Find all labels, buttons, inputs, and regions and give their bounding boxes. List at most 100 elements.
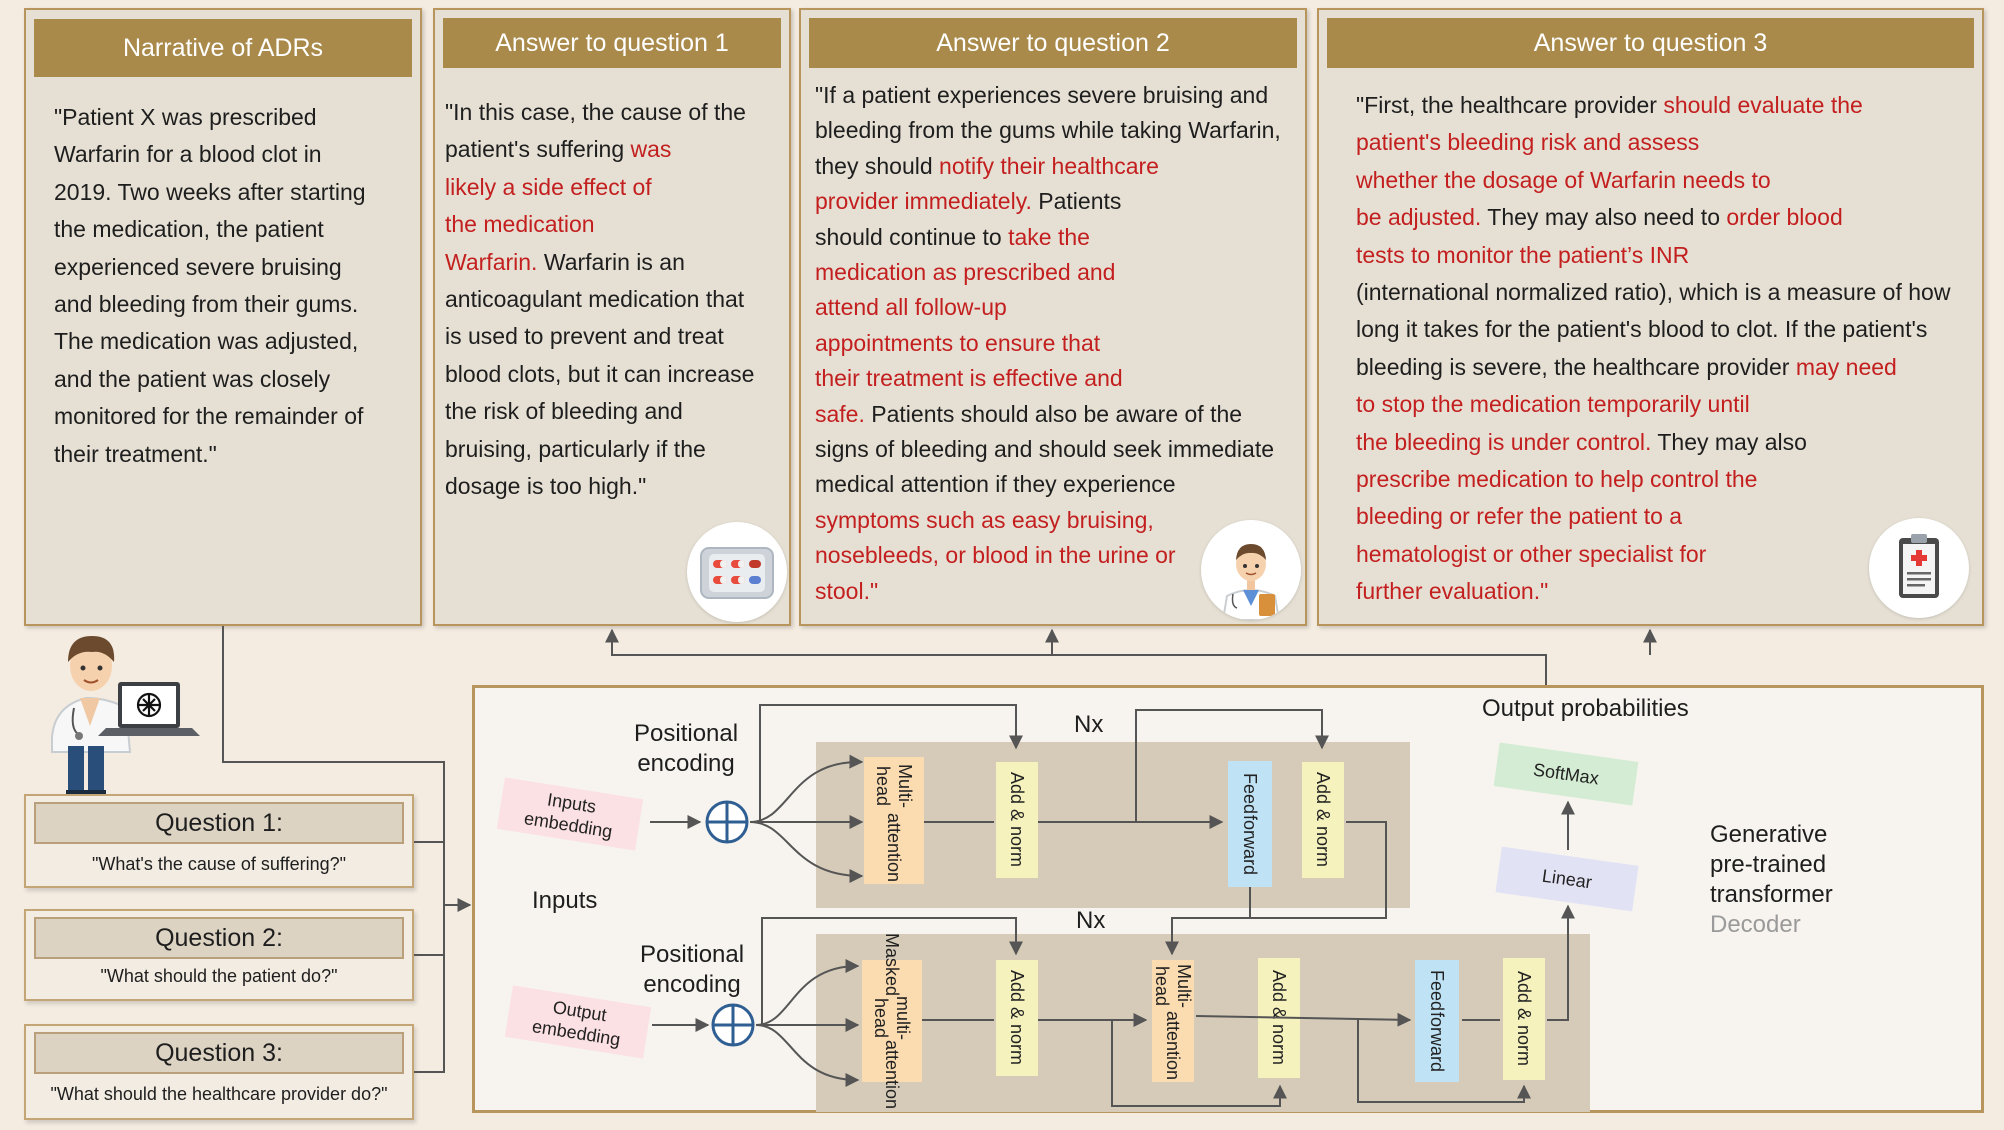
highlighted-text: likely a side effect of bbox=[445, 173, 652, 200]
body-text: "In this case, the cause of the bbox=[445, 99, 746, 125]
doctor-laptop-illustration bbox=[46, 628, 206, 798]
body-text: blood clots, but it can increase bbox=[445, 360, 755, 387]
lower-decoder-layer bbox=[816, 934, 1590, 1112]
question-1-title: Question 1: bbox=[34, 802, 404, 844]
text-line: 2019. Two weeks after starting bbox=[54, 178, 366, 205]
highlighted-text: whether the dosage of Warfarin needs to bbox=[1356, 166, 1771, 193]
answer-3-panel: Answer to question 3 "First, the healthc… bbox=[1317, 8, 1984, 626]
highlighted-text: should evaluate the bbox=[1663, 92, 1863, 118]
answer-2-title: Answer to question 2 bbox=[809, 18, 1297, 68]
text-line: bruising, particularly if the bbox=[445, 431, 754, 468]
text-line: medical attention if they experience bbox=[815, 467, 1281, 502]
text-line: medication as prescribed and bbox=[815, 255, 1281, 290]
body-text: signs of bleeding and should seek immedi… bbox=[815, 436, 1275, 463]
text-line: and bleeding from their gums. bbox=[54, 291, 359, 318]
gpt-name-label: Generative pre-trained transformer Decod… bbox=[1710, 821, 1833, 938]
highlighted-text: stool." bbox=[815, 577, 879, 604]
text-line: experienced severe bruising bbox=[54, 253, 342, 280]
highlighted-text: attend all follow-up bbox=[815, 294, 1007, 321]
highlighted-text: medication as prescribed and bbox=[815, 259, 1116, 286]
text-line: Warfarin. Warfarin is an bbox=[445, 244, 754, 281]
text-line: The medication was adjusted, bbox=[54, 328, 359, 355]
question-1-box: Question 1: "What's the cause of sufferi… bbox=[24, 794, 414, 888]
highlighted-text: the bleeding is under control. bbox=[1356, 428, 1652, 455]
answer-3-title: Answer to question 3 bbox=[1327, 18, 1974, 68]
nx-label-upper: Nx bbox=[1074, 711, 1104, 738]
highlighted-text: Warfarin. bbox=[445, 248, 538, 275]
highlighted-text: safe. bbox=[815, 400, 865, 427]
text-line: anticoagulant medication that bbox=[445, 281, 754, 318]
body-text: "First, the healthcare provider bbox=[1356, 92, 1664, 118]
narrative-panel: Narrative of ADRs "Patient X was prescri… bbox=[24, 8, 422, 626]
text-line: long it takes for the patient's blood to… bbox=[1356, 311, 1950, 348]
text-line: and the patient was closely bbox=[54, 365, 331, 392]
body-text: They may also bbox=[1651, 428, 1807, 455]
text-line: the medication, the patient bbox=[54, 216, 324, 243]
answer-1-text: "In this case, the cause of the patient's… bbox=[445, 94, 754, 505]
question-1-text: "What's the cause of suffering?" bbox=[91, 854, 347, 874]
text-line: stool." bbox=[815, 574, 1281, 609]
highlighted-text: nosebleeds, or blood in the urine or bbox=[815, 542, 1176, 569]
text-line: to stop the medication temporarily until bbox=[1356, 386, 1950, 423]
body-text: bleeding is severe, the healthcare provi… bbox=[1356, 353, 1796, 380]
text-line: monitored for the remainder of bbox=[54, 403, 364, 430]
body-text: dosage is too high." bbox=[445, 473, 647, 500]
text-line: further evaluation." bbox=[1356, 573, 1950, 610]
body-text: (international normalized ratio), which … bbox=[1356, 279, 1951, 306]
highlighted-text: the medication bbox=[445, 211, 595, 238]
answer-1-title: Answer to question 1 bbox=[443, 18, 781, 68]
text-line: provider immediately. Patients bbox=[815, 184, 1281, 219]
text-line: (international normalized ratio), which … bbox=[1356, 274, 1950, 311]
body-text: the risk of bleeding and bbox=[445, 398, 683, 425]
highlighted-text: further evaluation." bbox=[1356, 578, 1549, 605]
lower-add-norm-2: Add & norm bbox=[1258, 958, 1300, 1078]
nx-label-lower: Nx bbox=[1076, 907, 1106, 934]
text-line: likely a side effect of bbox=[445, 169, 754, 206]
upper-add-norm-2: Add & norm bbox=[1302, 762, 1344, 878]
highlighted-text: appointments to ensure that bbox=[815, 329, 1101, 356]
highlighted-text: notify their healthcare bbox=[939, 152, 1159, 179]
text-line: their treatment." bbox=[54, 440, 217, 467]
text-line: should continue to take the bbox=[815, 220, 1281, 255]
text-line: "First, the healthcare provider should e… bbox=[1356, 87, 1950, 124]
body-text: "If a patient experiences severe bruisin… bbox=[815, 82, 1269, 108]
body-text: should continue to bbox=[815, 223, 1009, 250]
text-line: Warfarin for a blood clot in bbox=[54, 141, 322, 168]
text-line: they should notify their healthcare bbox=[815, 149, 1281, 184]
body-text: Warfarin is an bbox=[537, 248, 685, 275]
body-text: They may also need to bbox=[1481, 204, 1727, 231]
text-line: bleeding is severe, the healthcare provi… bbox=[1356, 349, 1950, 386]
highlighted-text: be adjusted. bbox=[1356, 204, 1482, 231]
text-line: bleeding or refer the patient to a bbox=[1356, 498, 1950, 535]
highlighted-text: tests to monitor the patient’s INR bbox=[1356, 241, 1690, 268]
text-line: symptoms such as easy bruising, bbox=[815, 503, 1281, 538]
text-line: blood clots, but it can increase bbox=[445, 356, 754, 393]
text-line: "Patient X was prescribed bbox=[54, 104, 317, 130]
text-line: the bleeding is under control. They may … bbox=[1356, 424, 1950, 461]
text-line: dosage is too high." bbox=[445, 468, 754, 505]
body-text: patient's suffering bbox=[445, 136, 631, 163]
text-line: their treatment is effective and bbox=[815, 361, 1281, 396]
text-line: be adjusted. They may also need to order… bbox=[1356, 199, 1950, 236]
body-text: long it takes for the patient's blood to… bbox=[1356, 316, 1928, 343]
text-line: patient's suffering was bbox=[445, 131, 754, 168]
clipboard-icon bbox=[1869, 518, 1969, 618]
body-text: bruising, particularly if the bbox=[445, 435, 706, 462]
pills-icon bbox=[687, 522, 787, 622]
body-text: is used to prevent and treat bbox=[445, 323, 724, 350]
answer-3-text: "First, the healthcare provider should e… bbox=[1356, 87, 1950, 611]
text-line: hematologist or other specialist for bbox=[1356, 536, 1950, 573]
lower-add-norm-1: Add & norm bbox=[996, 960, 1038, 1076]
question-2-title: Question 2: bbox=[34, 917, 404, 959]
body-text: bleeding from the gums while taking Warf… bbox=[815, 117, 1281, 144]
body-text: Patients should also be aware of the bbox=[864, 400, 1243, 427]
highlighted-text: to stop the medication temporarily until bbox=[1356, 391, 1750, 418]
question-2-box: Question 2: "What should the patient do?… bbox=[24, 909, 414, 1001]
text-line: the risk of bleeding and bbox=[445, 393, 754, 430]
body-text: they should bbox=[815, 152, 940, 179]
